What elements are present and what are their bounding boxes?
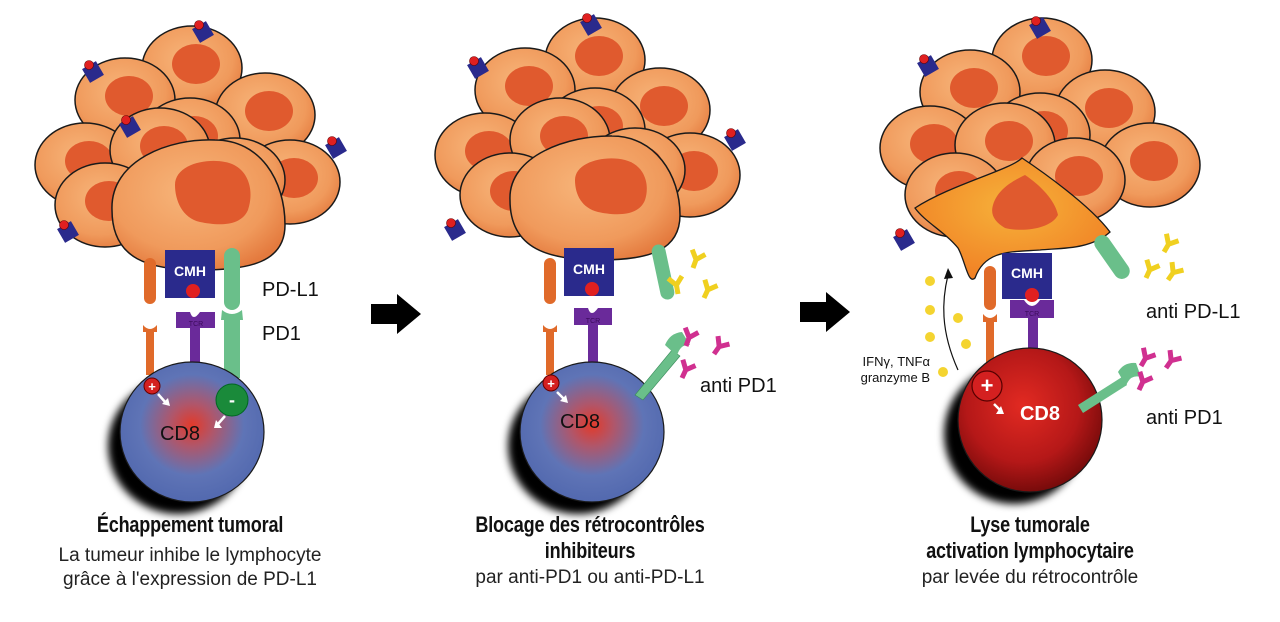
- activation-arrow-icon: [993, 403, 1001, 411]
- costim-ligand: [544, 258, 556, 304]
- cd8-lymphocyte: [519, 361, 665, 503]
- plus-signal-icon: [971, 370, 1003, 402]
- cmh-label: CMH: [573, 261, 605, 277]
- cytokine-dots: [925, 276, 971, 377]
- panel-escape: CMH TCR CD8 + - PD-L1 PD1: [34, 20, 348, 514]
- pd1-receptor: [1078, 377, 1127, 413]
- caption-lysis: Lyse tumorale activation lymphocytaire p…: [880, 512, 1180, 590]
- cytokine-dot: [961, 339, 971, 349]
- secretion-arrow: [943, 274, 959, 371]
- antibody-icon: [676, 360, 696, 381]
- cytokine-dot: [925, 305, 935, 315]
- antibody-icon: [1160, 350, 1181, 372]
- tcr-receptor: [176, 312, 215, 368]
- caption-escape: Échappement tumoral La tumeur inhibe le …: [40, 512, 340, 592]
- plus-signal-icon: [542, 374, 560, 392]
- tcr-label: TCR: [189, 321, 203, 328]
- main-tumor-nucleus: [175, 160, 251, 225]
- tcr-receptor: [1010, 300, 1054, 356]
- minus-signal-icon: [215, 383, 249, 417]
- arrowhead: [560, 395, 568, 403]
- antibody-icon: [708, 336, 729, 358]
- peptide-antigen: [1025, 288, 1039, 302]
- minus-sign: -: [229, 390, 235, 410]
- panel-title: Échappement tumoral: [96, 512, 284, 537]
- plus-sign: +: [547, 376, 555, 391]
- tumor-cluster: [434, 13, 747, 261]
- pd-l1-ligand: [651, 244, 675, 300]
- cmh-label: CMH: [1011, 265, 1043, 281]
- cytokine-dot: [925, 332, 935, 342]
- antibody-icon: [1162, 262, 1183, 284]
- peptide-antigen: [585, 282, 599, 296]
- peptide-antigen: [186, 284, 200, 298]
- anti-pd1-antibodies: [1133, 348, 1182, 393]
- cd8-label: CD8: [160, 423, 200, 445]
- anti-pd-l1-antibodies: [1140, 234, 1184, 284]
- pd1-receptor: [221, 310, 243, 378]
- panel-blockade: CMH TCR CD8 + anti PD1: [434, 13, 777, 514]
- panel-subtitle: par anti-PD1 ou anti-PD-L1: [475, 567, 705, 588]
- panel-title-line: Blocage des rétrocontrôles: [475, 512, 705, 537]
- cytokine-dot: [938, 367, 948, 377]
- pd1-label: PD1: [262, 323, 301, 345]
- costim-receptor: [143, 325, 157, 375]
- anti-pd-l1-antibodies: [668, 250, 717, 301]
- antibody-icon: [1135, 348, 1156, 370]
- plus-signal-icon: [143, 377, 161, 395]
- costim-ligand: [984, 266, 996, 310]
- anti-pd-l1-label: anti PD-L1: [1146, 301, 1241, 323]
- activation-arrow-icon: [556, 391, 565, 400]
- cd8-label: CD8: [1020, 403, 1060, 425]
- tcr-label: TCR: [1025, 311, 1039, 318]
- cd8-label: CD8: [560, 411, 600, 433]
- arrowhead: [944, 268, 953, 279]
- cmh-label: CMH: [174, 263, 206, 279]
- lysed-tumor-nucleus: [992, 175, 1058, 230]
- pd-l1-ligand: [224, 248, 240, 310]
- arrowhead: [214, 420, 222, 428]
- inhibition-arrow-icon: [217, 415, 226, 425]
- panel-title-line: inhibiteurs: [544, 538, 636, 563]
- pd1-receptor: [634, 349, 681, 401]
- mhc-molecule-icon: [443, 218, 467, 242]
- antibody-icon: [698, 280, 718, 301]
- tcr-label: TCR: [586, 318, 600, 325]
- pd1-receptor-head: [665, 332, 690, 356]
- panel-title-line: Lyse tumorale: [970, 512, 1090, 537]
- next-step-arrow: [800, 292, 850, 332]
- panel-subtitle: par levée du rétrocontrôle: [921, 567, 1139, 588]
- pd-l1-ligand: [1094, 235, 1130, 279]
- costim-receptor: [983, 314, 997, 370]
- cytokines-label: IFNγ, TNFα: [863, 354, 931, 369]
- costim-ligand: [144, 258, 156, 304]
- tcr-receptor: [574, 308, 612, 368]
- tumor-cluster: [879, 16, 1201, 280]
- costim-receptor: [543, 325, 557, 375]
- panel-subtitle-line: grâce à l'expression de PD-L1: [63, 569, 317, 590]
- panel-title-line: activation lymphocytaire: [926, 538, 1134, 563]
- pd-l1-label: PD-L1: [262, 279, 319, 301]
- granzyme-label: granzyme B: [861, 370, 930, 385]
- panel-subtitle-line: La tumeur inhibe le lymphocyte: [58, 545, 322, 566]
- arrowhead: [996, 406, 1004, 414]
- plus-sign: +: [981, 373, 994, 398]
- next-step-arrow: [371, 294, 421, 334]
- plus-sign: +: [148, 379, 156, 394]
- pd1-receptor-head: [1118, 362, 1141, 386]
- mhc-molecule-icon: [892, 228, 916, 252]
- main-tumor-nucleus: [575, 158, 647, 215]
- antibody-icon: [686, 250, 705, 271]
- cytokine-dot: [925, 276, 935, 286]
- antibody-icon: [1140, 260, 1160, 281]
- tumor-cluster: [34, 20, 348, 271]
- cytokine-dot: [953, 313, 963, 323]
- anti-pd1-label: anti PD1: [700, 375, 777, 397]
- panel-lysis: CMH TCR IFNγ, TNFα granzyme B +: [861, 16, 1241, 504]
- caption-blockade: Blocage des rétrocontrôles inhibiteurs p…: [430, 512, 750, 590]
- arrowhead: [162, 398, 170, 406]
- anti-pd1-label: anti PD1: [1146, 407, 1223, 429]
- antibody-icon: [1158, 234, 1179, 256]
